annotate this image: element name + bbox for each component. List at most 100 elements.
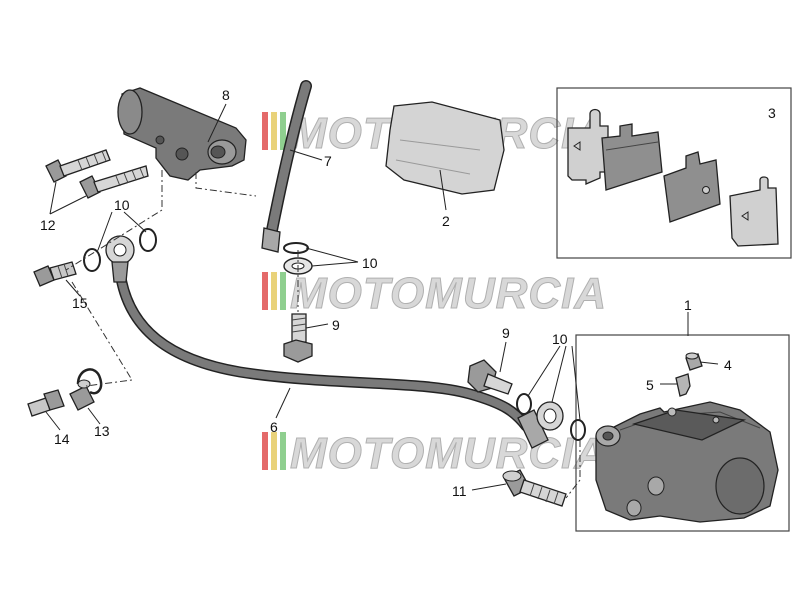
caliper-bolt-shank: [519, 479, 567, 507]
reservoir-hose: [261, 80, 312, 253]
watermark-text: MOTOMURCIA: [290, 429, 607, 478]
bleed-screw: [675, 373, 691, 397]
watermark-stripe-yellow: [271, 432, 277, 470]
leader-line-2: [439, 169, 447, 211]
clamp-ring: [76, 368, 103, 395]
nipple-body: [43, 389, 65, 411]
callout-15: 15: [72, 295, 88, 311]
caliper-bolt-thread: [529, 483, 559, 505]
caliper-mount-hole-lower: [626, 499, 642, 517]
callout-1: 1: [684, 297, 692, 313]
watermark-stripe-red: [262, 272, 268, 310]
callout-10-right: 10: [552, 331, 568, 347]
watermark-stripe-green: [280, 272, 286, 310]
caliper-inlet-hole: [602, 431, 614, 441]
brake-pad-right: [663, 151, 721, 223]
protective-cover-bag: [385, 101, 505, 195]
watermark-stripe-red: [262, 112, 268, 150]
leader-line-6: [275, 387, 291, 419]
master-cylinder-end: [117, 89, 143, 135]
sealing-washer: [516, 393, 532, 415]
leader-line-4: [699, 361, 719, 365]
bolt-thread: [115, 167, 145, 187]
watermark-stripe-yellow: [271, 112, 277, 150]
callout-11: 11: [452, 483, 467, 499]
caliper-bolt-head-top: [502, 470, 522, 482]
clamp-fitting-body: [69, 385, 95, 411]
brake-caliper-assembly: [575, 334, 790, 532]
hose-body: [267, 81, 311, 235]
watermark-stripe-red: [262, 432, 268, 470]
banjo-bolt-thread: [291, 317, 307, 333]
sealing-washer: [283, 242, 309, 254]
brake-pads-kit: [556, 87, 792, 259]
leader-line-14: [45, 411, 61, 431]
banjo-hole-lower: [543, 408, 557, 424]
banjo-bolt-shank: [483, 373, 513, 395]
brake-hose-body: [116, 268, 530, 430]
callout-4: 4: [724, 357, 732, 373]
banjo-bolt-lower: [467, 359, 513, 395]
bolt-shank: [93, 165, 149, 193]
leader-line-9-lower: [499, 341, 507, 373]
bolt-shank: [59, 149, 111, 177]
brake-hose: [105, 235, 564, 449]
callout-5: 5: [646, 377, 654, 393]
callout-3: 3: [768, 105, 776, 121]
sealing-washer: [83, 248, 101, 272]
pad-hole: [702, 186, 710, 194]
caliper-bleed-port: [667, 407, 677, 417]
banjo-hole-upper: [113, 243, 127, 257]
callout-13: 13: [94, 423, 110, 439]
watermark-stripe-yellow: [271, 272, 277, 310]
leader-line-10-right: [527, 345, 581, 421]
callout-2: 2: [442, 213, 450, 229]
banjo-stem-upper: [111, 261, 129, 283]
leader-line-8: [207, 103, 227, 143]
brake-pads-kit-frame: [556, 87, 792, 259]
leader-line-10-middle: [305, 247, 359, 267]
leader-line-15: [65, 279, 81, 297]
pad-lining-edge-left: [605, 141, 659, 151]
callout-10-middle: 10: [362, 255, 378, 271]
callout-7: 7: [324, 153, 332, 169]
rear-master-cylinder: [117, 87, 247, 181]
leader-line-7: [289, 149, 323, 161]
hose-end-fitting: [261, 227, 281, 253]
clamp-fitting-top: [77, 379, 91, 389]
leader-line-12: [49, 181, 87, 215]
leader-line-13: [87, 407, 101, 425]
hose-clamp-fitting: [69, 368, 103, 411]
master-cylinder-mount-hole: [175, 147, 189, 161]
anti-squeal-shim-right: [729, 176, 779, 247]
bolt-thread: [77, 150, 107, 171]
caliper-kit-frame: [575, 334, 790, 532]
leader-line-10-left: [97, 211, 147, 251]
callout-9-upper: 9: [332, 317, 340, 333]
watermark-text: MOTOMURCIA: [290, 269, 607, 318]
callout-6: 6: [270, 419, 278, 435]
callout-8: 8: [222, 87, 230, 103]
master-cylinder-outlet-port: [210, 145, 226, 159]
callout-10-left: 10: [114, 197, 130, 213]
assembly-line: [71, 281, 133, 387]
hose-nipple: [27, 389, 65, 417]
banjo-bolt-upper: [283, 313, 313, 363]
caliper-fixing-bolt: [502, 469, 567, 507]
watermark-middle: MOTOMURCIA: [262, 269, 607, 319]
leader-line-11: [471, 483, 507, 491]
bag-fold-lines: [395, 139, 481, 175]
caliper-piston-cover: [715, 457, 765, 515]
sealing-washer: [139, 228, 157, 252]
anti-squeal-shim-left: [567, 108, 609, 185]
assembly-line: [565, 440, 581, 499]
connector-body: [49, 261, 77, 281]
master-cylinder-mount-hole: [155, 135, 165, 145]
assembly-line: [195, 172, 257, 197]
bolt-head: [45, 159, 67, 183]
master-cylinder-bolt-lower: [79, 165, 149, 199]
shim-arrow-left: [573, 141, 581, 151]
shim-arrow-right: [741, 211, 749, 221]
